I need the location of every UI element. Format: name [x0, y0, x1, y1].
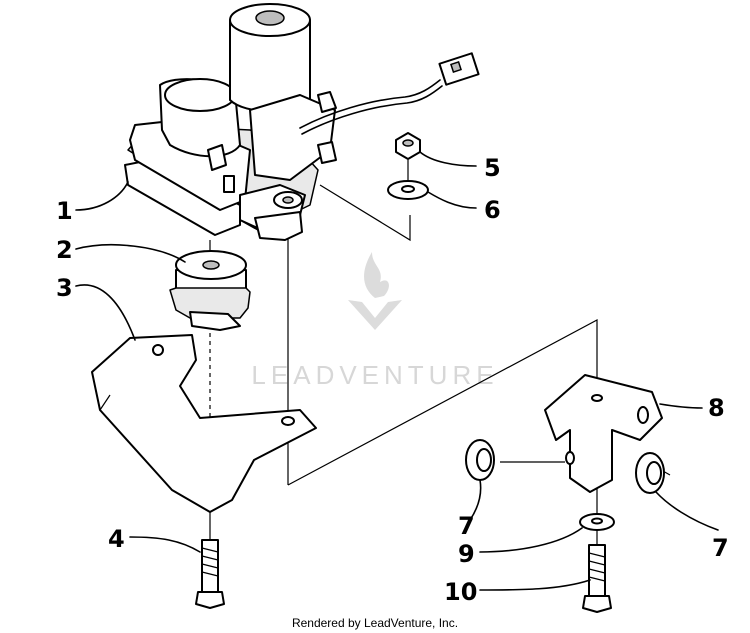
callout-9: 9 [458, 540, 475, 568]
watermark-text: LEADVENTURE [251, 360, 498, 390]
flame-logo-icon [348, 252, 402, 330]
bolt-10 [582, 544, 612, 613]
callout-3: 3 [56, 274, 73, 302]
grommet-7-left [465, 439, 495, 481]
callout-2: 2 [56, 236, 73, 264]
callout-1: 1 [56, 197, 73, 225]
actuator-motor-assembly [124, 3, 480, 241]
callout-6: 6 [484, 196, 501, 224]
coupler-part [169, 250, 251, 331]
grommet-7-right [635, 452, 665, 494]
callout-labels: 1 2 3 4 5 6 7 7 8 9 10 [56, 154, 729, 606]
nut-5 [395, 132, 421, 160]
callout-5: 5 [484, 154, 501, 182]
callout-7-right: 7 [712, 534, 729, 562]
u-bracket-8 [544, 374, 663, 493]
washer-9 [579, 513, 615, 531]
bolt-4 [195, 539, 225, 609]
mounting-bracket [91, 334, 317, 513]
callout-10: 10 [444, 578, 477, 606]
callout-4: 4 [108, 525, 125, 553]
callout-8: 8 [708, 394, 725, 422]
leader-lines [75, 151, 719, 591]
callout-7-left: 7 [458, 512, 475, 540]
footer-credit: Rendered by LeadVenture, Inc. [292, 616, 458, 630]
leadventure-watermark: LEADVENTURE [251, 252, 498, 390]
washer-6 [387, 180, 429, 200]
